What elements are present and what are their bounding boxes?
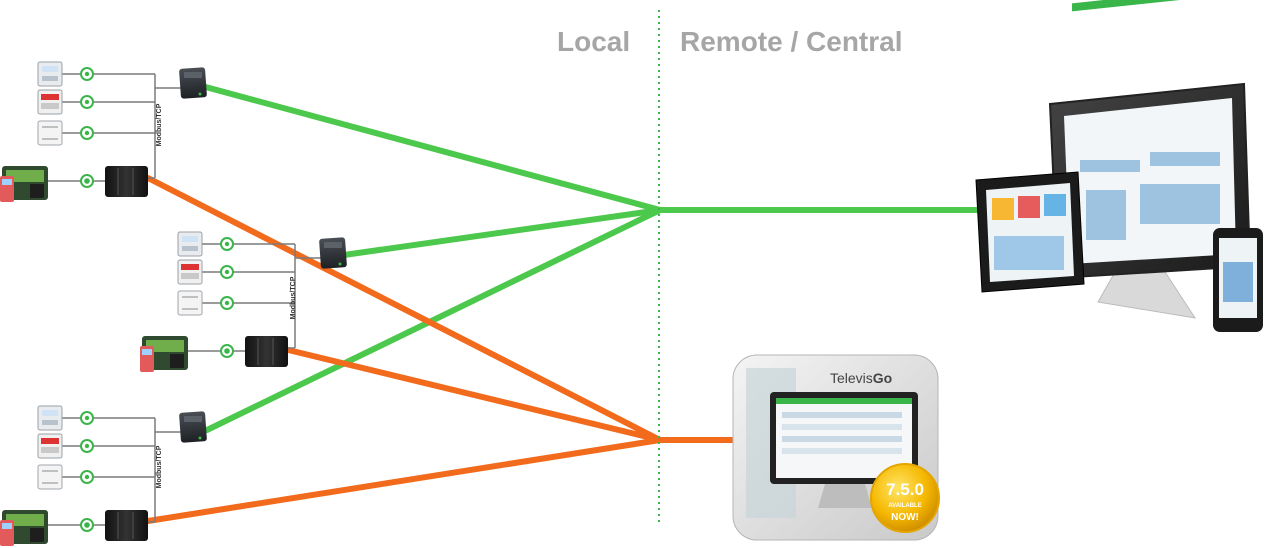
site-cluster-2: Modbus/TCP xyxy=(139,231,349,373)
app-brand-bold: Go xyxy=(873,370,892,386)
badge-line2: NOW! xyxy=(891,512,919,523)
badge-line1: AVAILABLE xyxy=(888,503,921,509)
badge-version: 7.5.0 xyxy=(886,480,924,499)
bus-label: Modbus/TCP xyxy=(156,445,163,488)
monitor-tablet-phone-icon xyxy=(975,0,1263,332)
televisgo-app-icon: TelevisGo 7.5.0 AVAILABLE NOW! xyxy=(732,354,940,541)
app-brand-regular: Televis xyxy=(830,370,873,386)
site-cluster-1: Modbus/TCP xyxy=(0,61,209,203)
remote-header: Remote / Central xyxy=(680,26,903,57)
site-cluster-3: Modbus/TCP xyxy=(0,405,209,547)
svg-text:TelevisGo: TelevisGo xyxy=(830,370,892,386)
bus-label: Modbus/TCP xyxy=(290,276,297,319)
bus-label: Modbus/TCP xyxy=(156,103,163,146)
local-header: Local xyxy=(557,26,631,57)
